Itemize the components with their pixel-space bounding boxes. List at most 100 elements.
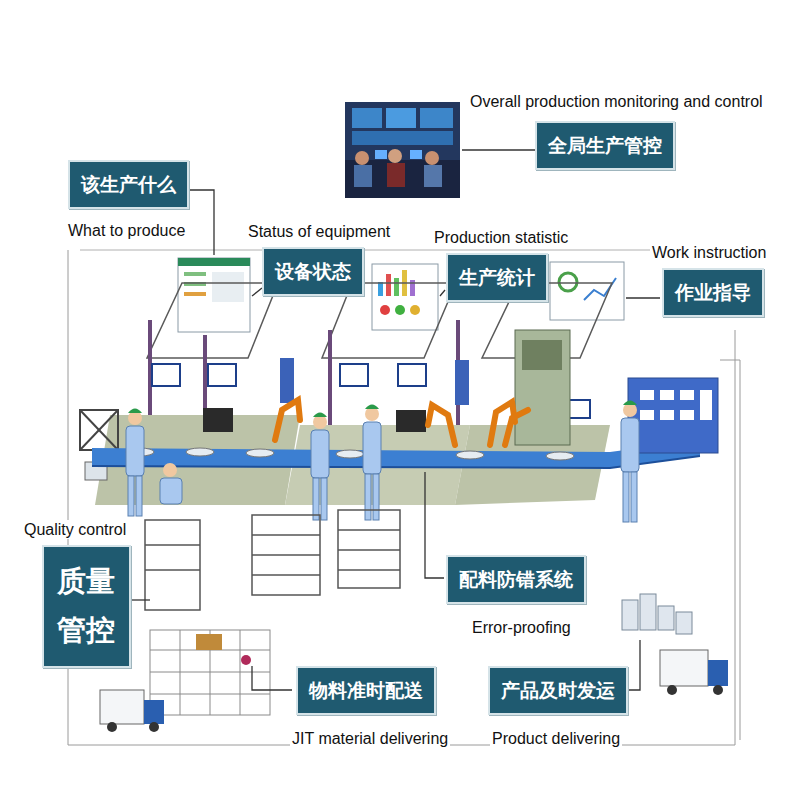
leader-line bbox=[626, 297, 660, 298]
monitor bbox=[208, 364, 236, 386]
caption-text: Overall production monitoring and contro… bbox=[468, 92, 765, 111]
cart bbox=[338, 510, 400, 588]
status-light bbox=[395, 305, 405, 315]
screen-row bbox=[184, 292, 206, 296]
wheel bbox=[149, 722, 159, 732]
body bbox=[363, 422, 381, 474]
leader-line bbox=[440, 290, 445, 296]
rack-line bbox=[180, 630, 181, 715]
operator-head bbox=[425, 151, 439, 165]
hanging-screens bbox=[178, 258, 624, 332]
caption-text: Status of equipment bbox=[246, 222, 392, 241]
truck-left bbox=[100, 690, 164, 732]
building bbox=[628, 378, 718, 453]
label-group: Quality control质量 管控 bbox=[22, 520, 131, 668]
caption-text: JIT material delivering bbox=[290, 729, 450, 748]
desk-monitor bbox=[375, 150, 387, 159]
robot-arm bbox=[505, 410, 528, 445]
desk-monitor bbox=[410, 150, 422, 159]
cap bbox=[623, 401, 637, 406]
product bbox=[546, 452, 574, 460]
product bbox=[336, 450, 364, 458]
head bbox=[163, 463, 177, 477]
leg bbox=[631, 472, 637, 522]
window bbox=[640, 390, 654, 400]
head bbox=[313, 415, 327, 429]
cap bbox=[313, 413, 327, 418]
worker bbox=[160, 463, 182, 504]
screen bbox=[550, 262, 624, 320]
cart-shelf bbox=[145, 569, 200, 571]
frame-line bbox=[80, 250, 720, 251]
leader-line bbox=[462, 149, 535, 150]
gauge bbox=[559, 273, 577, 291]
caption-text: Work instruction bbox=[650, 243, 768, 262]
leg bbox=[321, 478, 327, 520]
screen bbox=[372, 264, 438, 330]
window bbox=[660, 410, 674, 420]
callout-box: 配料防错系统 bbox=[446, 555, 586, 604]
screen-header bbox=[178, 258, 250, 266]
pole bbox=[328, 330, 332, 440]
cabinet bbox=[515, 330, 570, 445]
products bbox=[126, 444, 674, 460]
label-group: 该生产什么 What to produce bbox=[66, 160, 189, 240]
wall-screen bbox=[352, 131, 453, 145]
product bbox=[246, 449, 274, 457]
label-group: 产品及时发运Product delivering bbox=[488, 666, 628, 748]
label-group: Overall production monitoring and contro… bbox=[468, 92, 765, 170]
stack bbox=[640, 594, 656, 630]
leader-line bbox=[252, 288, 262, 296]
cap bbox=[365, 405, 379, 410]
light-pole-box bbox=[280, 358, 294, 403]
leader-line bbox=[425, 472, 444, 578]
cart bbox=[252, 515, 320, 595]
monitor bbox=[398, 364, 426, 386]
leg bbox=[365, 474, 371, 520]
callout-box: 生产统计 bbox=[446, 253, 548, 302]
robot-arm bbox=[428, 405, 455, 445]
rack-brace bbox=[80, 410, 118, 450]
robot-arm bbox=[275, 400, 300, 440]
label-group: Status of equipment 设备状态 bbox=[246, 222, 392, 296]
marker bbox=[241, 655, 251, 665]
stack bbox=[676, 612, 692, 634]
pallet-box bbox=[196, 634, 222, 650]
caption-text: Error-proofing bbox=[470, 618, 573, 637]
stack bbox=[658, 606, 674, 630]
callout-box: 该生产什么 bbox=[68, 160, 189, 209]
monitor bbox=[340, 364, 368, 386]
status-light bbox=[410, 305, 420, 315]
bar bbox=[394, 278, 399, 296]
operator-head bbox=[388, 149, 402, 163]
desk bbox=[345, 160, 460, 198]
cart-shelf bbox=[252, 554, 320, 556]
callout-box: 物料准时配送 bbox=[296, 666, 436, 715]
conveyor bbox=[92, 440, 700, 468]
rack bbox=[80, 410, 118, 450]
label-group: 配料防错系统 Error-proofing bbox=[446, 555, 586, 637]
carts bbox=[145, 510, 400, 610]
callout-box: 设备状态 bbox=[262, 247, 364, 296]
wheel bbox=[667, 685, 677, 695]
gantry-frame bbox=[147, 283, 278, 358]
leg bbox=[313, 478, 319, 520]
bar bbox=[378, 282, 383, 296]
stack bbox=[622, 600, 638, 630]
wall-screen bbox=[352, 108, 382, 128]
head bbox=[623, 403, 637, 417]
product bbox=[186, 448, 214, 456]
cart-shelf bbox=[252, 534, 320, 536]
bar bbox=[386, 274, 391, 296]
cart-shelf bbox=[338, 529, 400, 531]
machine bbox=[396, 410, 426, 432]
frame-line bbox=[68, 250, 735, 745]
leader-line bbox=[252, 666, 292, 690]
caption-text: What to produce bbox=[66, 221, 187, 240]
product-stacks bbox=[622, 594, 692, 634]
cap bbox=[128, 409, 142, 414]
cart-shelf bbox=[338, 549, 400, 551]
cart-shelf bbox=[252, 574, 320, 576]
cart bbox=[145, 520, 200, 610]
